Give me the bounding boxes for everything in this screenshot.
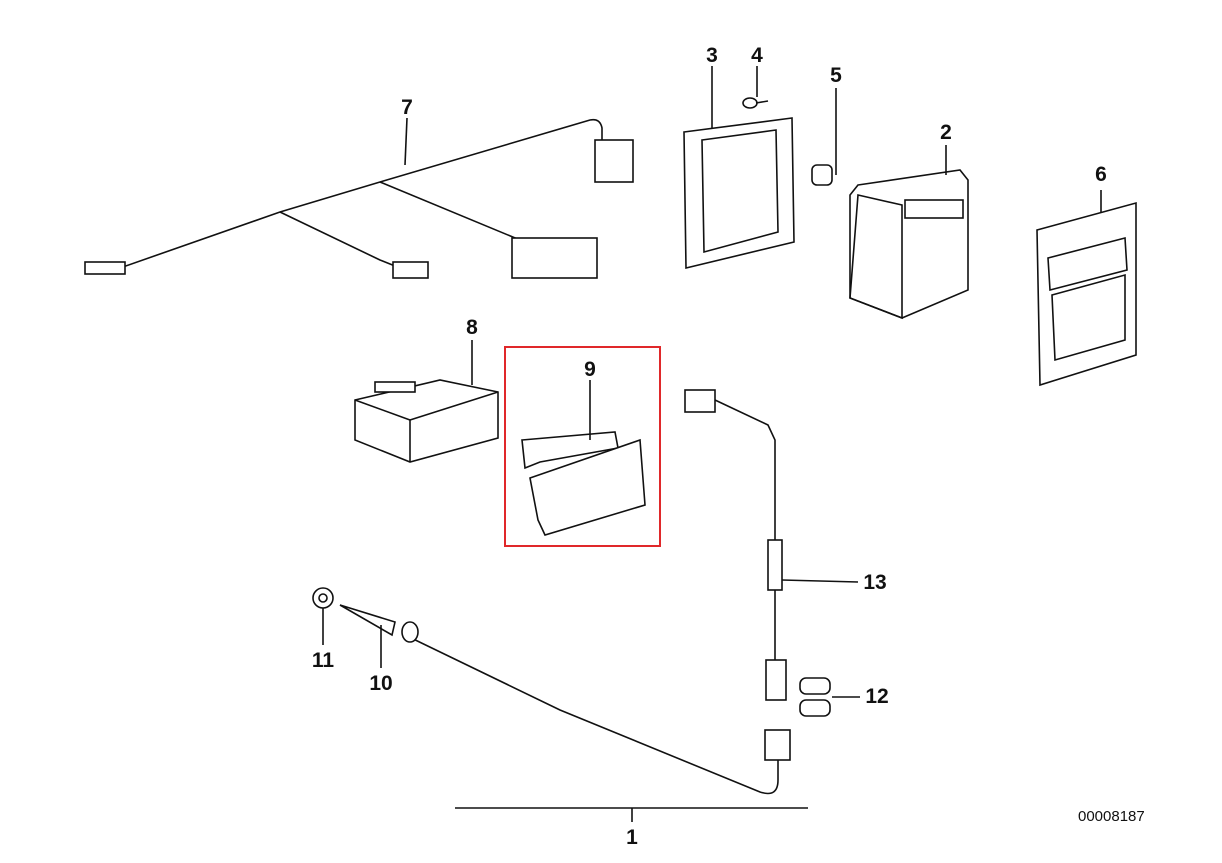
highlight-box-part-9 xyxy=(504,346,661,547)
relay-module-8[interactable] xyxy=(354,340,499,463)
label-part-8[interactable]: 8 xyxy=(466,316,478,339)
screw-4[interactable] xyxy=(742,66,769,109)
label-part-13[interactable]: 13 xyxy=(863,571,887,594)
label-part-12[interactable]: 12 xyxy=(865,685,889,708)
bulb-5[interactable] xyxy=(811,88,837,186)
label-part-7[interactable]: 7 xyxy=(401,96,413,119)
label-part-5[interactable]: 5 xyxy=(830,64,842,87)
label-part-1[interactable]: 1 xyxy=(626,826,638,849)
label-part-4[interactable]: 4 xyxy=(751,44,763,67)
label-part-2[interactable]: 2 xyxy=(940,121,952,144)
trim-panel-6[interactable] xyxy=(1036,190,1137,387)
clips-12[interactable] xyxy=(799,677,860,717)
antenna-10[interactable] xyxy=(339,604,419,668)
diagram-reference-number: 00008187 xyxy=(1078,808,1145,825)
antenna-cable-1[interactable] xyxy=(404,634,808,822)
sensor-cable-13[interactable] xyxy=(684,389,859,701)
control-unit-2[interactable] xyxy=(849,145,969,320)
nut-11[interactable] xyxy=(312,587,334,645)
wiring-harness-7[interactable] xyxy=(84,117,634,279)
label-part-6[interactable]: 6 xyxy=(1095,163,1107,186)
mounting-frame-3[interactable] xyxy=(683,66,795,270)
label-part-11[interactable]: 11 xyxy=(311,649,335,672)
label-part-9[interactable]: 9 xyxy=(584,358,596,381)
label-part-10[interactable]: 10 xyxy=(369,672,393,695)
label-part-3[interactable]: 3 xyxy=(706,44,718,67)
connector-cover-9[interactable] xyxy=(521,380,646,536)
